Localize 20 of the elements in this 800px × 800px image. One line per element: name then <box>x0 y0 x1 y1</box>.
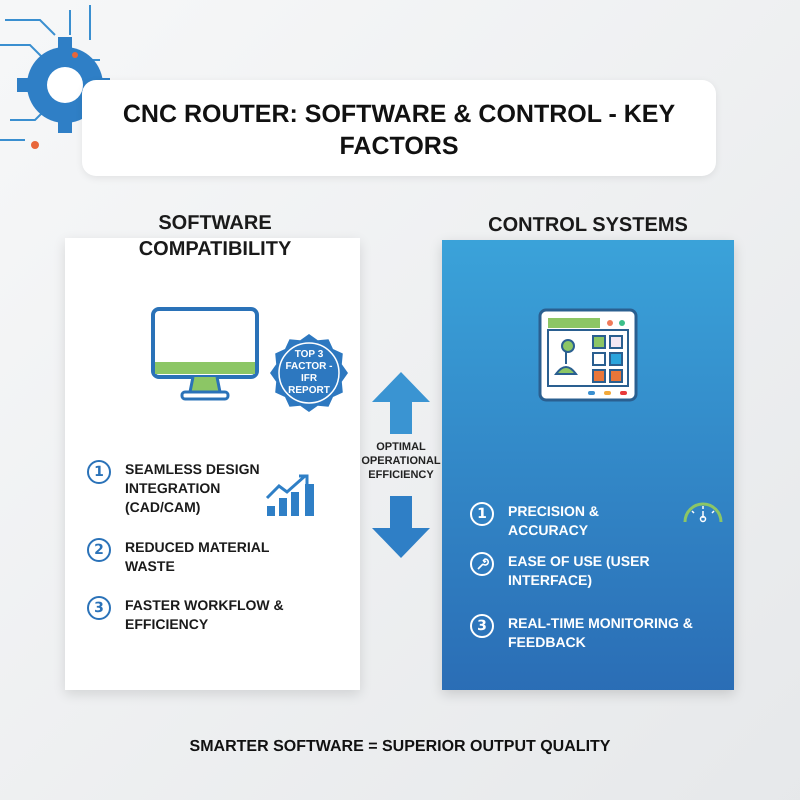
step-number: 3 <box>470 614 494 638</box>
step-number: 1 <box>470 502 494 526</box>
panel <box>442 240 734 690</box>
caption-text: OPTIMAL OPERATIONAL EFFICIENCY <box>360 440 442 482</box>
factor-text: EASE OF USE (USER INTERFACE) <box>508 552 651 590</box>
factor-text: REAL-TIME MONITORING & FEEDBACK <box>508 614 694 652</box>
factor-text: SEAMLESS DESIGN INTEGRATION (CAD/CAM) <box>125 460 261 517</box>
badge-text: TOP 3 FACTOR - IFR REPORT <box>284 349 334 397</box>
panel <box>65 238 360 690</box>
caption: SMARTER SOFTWARE = SUPERIOR OUTPUT QUALITY <box>188 738 612 756</box>
panel-heading: CONTROL SYSTEMS <box>487 213 689 238</box>
seal-badge <box>270 334 348 412</box>
step-number: 3 <box>87 596 111 620</box>
factor-text: PRECISION & ACCURACY <box>508 502 600 540</box>
step-number: 1 <box>87 460 111 484</box>
factor-text: FASTER WORKFLOW & EFFICIENCY <box>125 596 285 634</box>
factor-text: REDUCED MATERIAL WASTE <box>125 538 270 576</box>
panel-heading: SOFTWARE COMPATIBILITY <box>138 211 292 262</box>
step-number: 2 <box>87 538 111 562</box>
title: CNC ROUTER: SOFTWARE & CONTROL - KEY FACTORS <box>122 99 676 162</box>
